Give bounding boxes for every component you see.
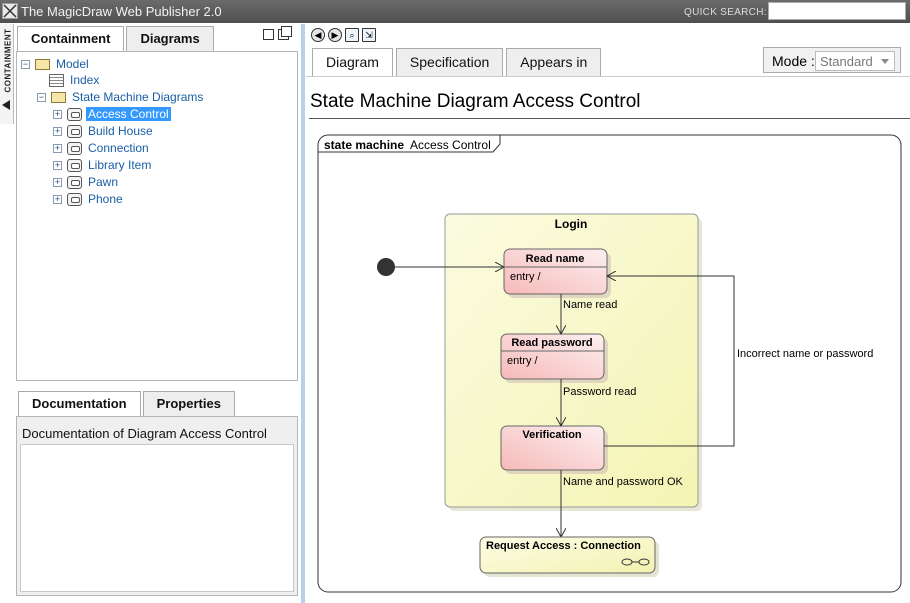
containment-side-tab-label: CONTAINMENT	[3, 28, 13, 93]
frame-keyword: state machine	[324, 138, 404, 152]
collapse-toggle-icon[interactable]: −	[21, 58, 30, 69]
tab-properties[interactable]: Properties	[142, 391, 235, 416]
tree-item-label[interactable]: Phone	[88, 192, 123, 206]
transition-label: Name read	[563, 299, 617, 311]
expand-toggle-icon[interactable]: +	[53, 125, 62, 136]
submachine-link-icon	[621, 558, 650, 566]
state-machine-icon	[67, 192, 82, 206]
containment-tree: − Model Index − State Machine Diagrams +…	[16, 51, 298, 381]
index-icon	[49, 73, 64, 87]
tree-item-connection[interactable]: + Connection	[53, 140, 151, 156]
composite-state-name: Login	[555, 217, 588, 231]
tree-item-model[interactable]: − Model	[21, 56, 91, 72]
mode-value: Standard	[820, 54, 873, 69]
tab-appears-in[interactable]: Appears in	[506, 48, 602, 76]
model-folder-icon	[35, 58, 50, 70]
chevron-down-icon	[881, 59, 889, 64]
tab-underline	[306, 76, 910, 77]
mode-select[interactable]: Standard	[815, 51, 895, 71]
state-machine-icon	[67, 141, 82, 155]
transition-label: Name and password OK	[563, 476, 683, 488]
page-title: State Machine Diagram Access Control	[310, 91, 641, 112]
restore-icon[interactable]	[278, 26, 292, 40]
tab-specification[interactable]: Specification	[395, 48, 504, 76]
tree-item-index[interactable]: Index	[49, 72, 101, 88]
submachine-state-request-access[interactable]: Request Access : Connection	[479, 536, 659, 577]
expand-toggle-icon[interactable]: +	[53, 159, 62, 170]
panel-splitter[interactable]	[301, 24, 305, 603]
documentation-title: Documentation of Diagram Access Control	[22, 426, 267, 441]
expand-toggle-icon[interactable]: +	[53, 176, 62, 187]
tree-item-label[interactable]: Index	[70, 73, 100, 87]
quick-search-label: QUICK SEARCH:	[684, 7, 767, 18]
mode-selector: Mode : Standard	[763, 47, 901, 73]
tab-documentation[interactable]: Documentation	[18, 391, 141, 416]
forward-icon[interactable]: ▶	[328, 28, 342, 42]
state-machine-icon	[67, 124, 82, 138]
state-machine-icon	[67, 175, 82, 189]
tab-diagrams[interactable]: Diagrams	[126, 26, 214, 51]
zoom-icon[interactable]: ⌕	[345, 28, 359, 42]
state-name: Read password	[511, 337, 592, 349]
state-name: Read name	[526, 253, 585, 265]
transition-incorrect	[604, 276, 735, 447]
tree-item-label[interactable]: Pawn	[88, 175, 119, 189]
state-entry: entry /	[510, 271, 542, 283]
documentation-panel: Documentation of Diagram Access Control	[16, 416, 298, 596]
tree-item-label[interactable]: Access Control	[86, 107, 171, 121]
tree-item-state-machine-diagrams[interactable]: − State Machine Diagrams	[37, 89, 205, 105]
export-icon[interactable]: ⇲	[362, 28, 376, 42]
expand-toggle-icon[interactable]: +	[53, 142, 62, 153]
minimize-icon[interactable]	[263, 29, 274, 40]
app-title: The MagicDraw Web Publisher 2.0	[21, 4, 222, 19]
collapse-arrow-icon[interactable]	[2, 100, 10, 110]
state-entry: entry /	[507, 355, 539, 367]
tree-item-label[interactable]: Build House	[88, 124, 153, 138]
back-icon[interactable]: ◀	[311, 28, 325, 42]
quick-search-input[interactable]	[768, 2, 906, 20]
frame-label: state machine Access Control	[324, 138, 491, 152]
tree-item-build-house[interactable]: + Build House	[53, 123, 155, 139]
state-read-password[interactable]: Read password entry /	[500, 333, 608, 383]
state-machine-diagram: state machine Access Control Login Read n…	[317, 134, 902, 593]
state-verification[interactable]: Verification	[500, 425, 608, 474]
frame-name: Access Control	[410, 138, 491, 152]
containment-side-tab[interactable]: CONTAINMENT	[0, 24, 14, 124]
collapse-toggle-icon[interactable]: −	[37, 91, 46, 102]
tree-item-pawn[interactable]: + Pawn	[53, 174, 120, 190]
mode-label: Mode :	[772, 53, 815, 69]
left-tab-bar: Containment Diagrams	[17, 26, 216, 51]
tree-item-label[interactable]: State Machine Diagrams	[72, 90, 204, 104]
initial-node[interactable]	[377, 258, 395, 276]
app-logo-icon	[2, 3, 18, 19]
expand-toggle-icon[interactable]: +	[53, 193, 62, 204]
state-name: Verification	[522, 429, 582, 441]
tab-diagram[interactable]: Diagram	[312, 48, 393, 76]
submachine-state-name: Request Access : Connection	[486, 540, 641, 552]
state-read-name[interactable]: Read name entry /	[503, 248, 611, 298]
tree-item-access-control[interactable]: + Access Control	[53, 106, 171, 122]
tree-item-label[interactable]: Library Item	[88, 158, 152, 172]
transition-label: Incorrect name or password	[737, 348, 873, 360]
tree-item-library-item[interactable]: + Library Item	[53, 157, 153, 173]
tab-containment[interactable]: Containment	[17, 26, 125, 51]
panel-window-controls	[263, 26, 292, 40]
tree-item-label[interactable]: Connection	[88, 141, 149, 155]
documentation-body	[20, 444, 294, 592]
title-divider	[309, 118, 910, 119]
state-machine-icon	[67, 158, 82, 172]
bottom-tab-bar: Documentation Properties	[18, 391, 237, 416]
state-machine-icon	[67, 107, 82, 121]
diagram-toolbar: ◀ ▶ ⌕ ⇲	[311, 28, 376, 42]
tree-item-phone[interactable]: + Phone	[53, 191, 125, 207]
transition-label: Password read	[563, 386, 636, 398]
expand-toggle-icon[interactable]: +	[53, 108, 62, 119]
title-bar: The MagicDraw Web Publisher 2.0 QUICK SE…	[0, 0, 910, 23]
tree-item-label[interactable]: Model	[56, 57, 89, 71]
content-tab-bar: Diagram Specification Appears in	[312, 48, 604, 76]
folder-icon	[51, 91, 66, 103]
